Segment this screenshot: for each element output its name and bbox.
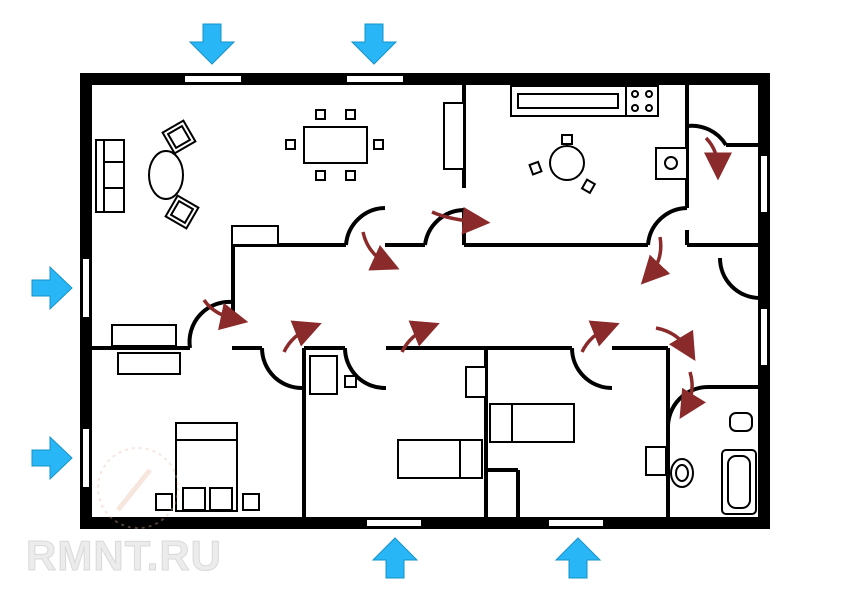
inflow-arrow-top-left [188,23,236,65]
airflow-arrow [655,326,696,362]
inflow-arrow-bottom-left [371,537,419,579]
airflow-arrow [703,136,732,181]
bench [111,324,177,347]
window-left-lower [81,427,91,489]
airflow-arrow [679,371,707,419]
door-bathroom [665,385,709,429]
cabinet [443,102,465,170]
dresser [117,352,181,375]
windows [81,74,769,528]
inflow-arrows [31,23,602,579]
door-kitchen [423,208,465,246]
airflow-arrow [580,320,620,353]
desk [645,446,667,476]
kitchen-table [549,145,585,181]
door-right-closet [718,257,761,300]
pillow [209,487,233,511]
window-left-upper [81,257,91,319]
door-swings [187,123,761,429]
door-living [344,206,386,246]
dining-chairs [285,109,384,181]
single-bed [489,403,575,443]
window-bottom-right [547,518,605,528]
single-bed [397,439,483,479]
sofa [95,139,125,213]
door-corridor-right [646,206,688,246]
inflow-arrow-top-right [350,23,398,65]
sink [729,412,753,432]
dining-table [303,126,368,164]
pillow [182,487,206,511]
door-bedroom-3 [570,347,613,390]
window-right-upper [759,154,769,214]
inflow-arrow-left-lower [31,435,73,481]
door-bedroom-1 [259,347,305,391]
door-bedroom-2 [343,347,387,391]
watermark-text: RMNT.RU [26,532,222,580]
desk [309,355,338,395]
stove [625,85,659,117]
chair [344,375,357,388]
watermark-logo [97,447,179,529]
wardrobe [465,366,487,398]
airflow-arrow [431,206,491,235]
window-top-left [183,74,243,84]
nightstand [155,493,173,511]
airflow-arrows [202,136,732,419]
window-right-lower [759,307,769,367]
window-bottom-left [365,518,423,528]
door-left-lower [187,299,234,349]
nightstand [242,493,260,511]
airflow-arrow [361,231,400,271]
door-top-right-room [686,123,728,147]
inflow-arrow-bottom-right [554,537,602,579]
inflow-arrow-left-upper [31,265,73,311]
coffee-table [148,150,184,200]
airflow-arrow [282,320,322,353]
airflow-arrow [400,320,440,353]
furniture [95,85,757,515]
airflow-arrow [202,298,249,331]
side-table [231,225,279,246]
window-top-right [345,74,405,84]
airflow-arrow [640,236,671,285]
